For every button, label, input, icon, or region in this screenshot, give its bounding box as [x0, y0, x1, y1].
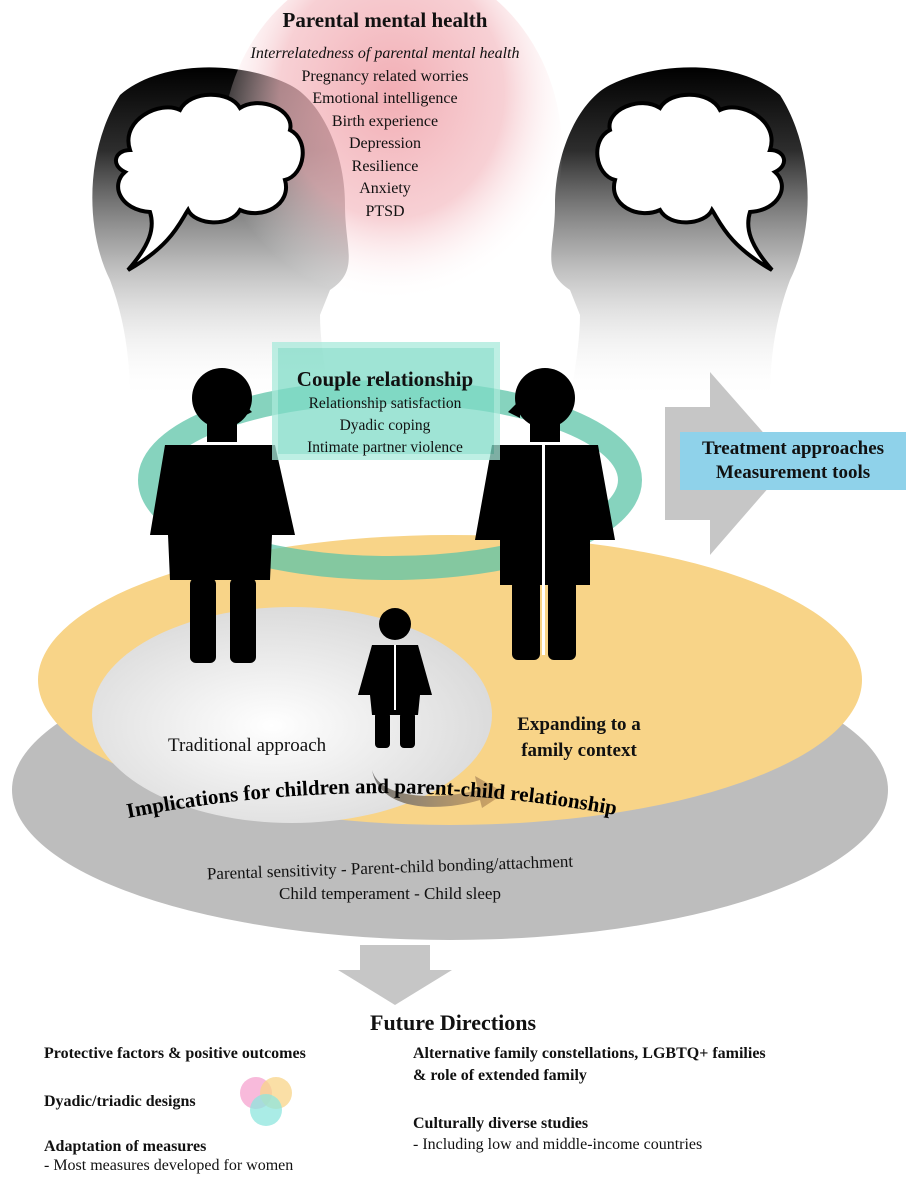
mh-item: Resilience [351, 157, 419, 175]
traditional-approach-label: Traditional approach [168, 735, 327, 756]
future-directions-title: Future Directions [370, 1010, 536, 1035]
couple-item: Relationship satisfaction [308, 395, 462, 412]
couple-relationship-box [272, 342, 500, 460]
down-arrow [338, 945, 452, 1005]
implications-items: Parental sensitivity - Parent-child bond… [140, 852, 640, 906]
expanding-line2: family context [521, 740, 637, 761]
woman-figure [150, 368, 295, 663]
treatment-box: Treatment approaches Measurement tools [680, 432, 906, 490]
measurement-line: Measurement tools [715, 462, 871, 483]
mh-item: Birth experience [331, 112, 439, 130]
couple-item: Intimate partner violence [307, 439, 463, 456]
mh-item: Anxiety [359, 180, 411, 197]
fd-alternative-line2: & role of extended family [413, 1067, 587, 1084]
fd-cultural: Culturally diverse studies [413, 1115, 589, 1132]
venn-diagram-icon [240, 1077, 292, 1126]
parental-mental-health-title: Parental mental health [282, 8, 488, 32]
fd-protective: Protective factors & positive outcomes [44, 1045, 306, 1062]
expanding-label: Expanding to a family context [500, 712, 658, 764]
fd-cultural-note: - Including low and middle-income countr… [413, 1136, 703, 1153]
couple-relationship-block: Couple relationship Relationship satisfa… [265, 365, 505, 459]
couple-relationship-title: Couple relationship [296, 367, 474, 391]
mh-item: Emotional intelligence [312, 90, 458, 107]
implications-row2: Child temperament - Child sleep [279, 884, 501, 903]
parental-mental-health-block: Parental mental health Interrelatedness … [175, 8, 595, 223]
mh-item: Depression [349, 135, 421, 152]
fd-adaptation: Adaptation of measures [44, 1138, 207, 1155]
mh-item: PTSD [365, 202, 405, 220]
couple-item: Dyadic coping [339, 417, 431, 434]
expansion-arrow [372, 770, 505, 808]
left-brain-bubble [114, 92, 305, 272]
fd-alternative-line1: Alternative family constellations, LGBTQ… [413, 1045, 766, 1062]
mh-item: Pregnancy related worries [301, 67, 469, 85]
fd-designs: Dyadic/triadic designs [44, 1093, 196, 1110]
mental-health-glow [222, 0, 562, 340]
fd-adaptation-note: - Most measures developed for women [44, 1157, 294, 1174]
man-figure [475, 368, 615, 660]
right-brain-bubble [595, 92, 786, 272]
treatment-line: Treatment approaches [701, 438, 885, 459]
expanding-line1: Expanding to a [517, 714, 641, 735]
child-figure [358, 608, 432, 748]
mh-item: Interrelatedness of parental mental heal… [250, 45, 520, 62]
